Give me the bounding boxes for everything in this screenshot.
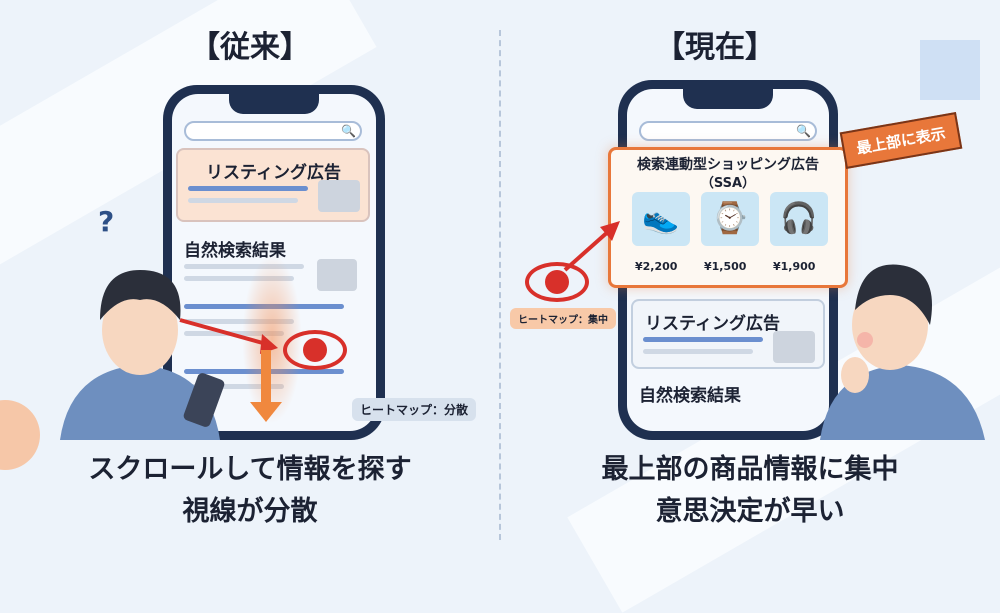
right-title: 【現在】 (655, 30, 775, 65)
left-caption-line1: スクロールして情報を探す (88, 454, 412, 485)
confused-person-illustration (60, 270, 225, 440)
watch-icon[interactable]: ⌚ (701, 192, 759, 246)
ssa-title: 検索連動型ショッピング広告 (637, 157, 819, 173)
left-caption-line2: 視線が分散 (182, 496, 318, 527)
notch (683, 89, 773, 109)
organic-label: 自然検索結果 (639, 386, 741, 406)
eye-icon (525, 262, 589, 302)
product-price: ¥1,500 (704, 260, 747, 273)
sneaker-icon[interactable]: 👟 (632, 192, 690, 246)
scroll-arrows (179, 318, 282, 422)
eye-icon (283, 330, 347, 370)
heatmap-badge-focus: ヒートマップ：集中 (510, 308, 616, 329)
notch (229, 94, 319, 114)
search-icon: 🔍 (341, 124, 356, 138)
listing-ad-box: リスティング広告 (631, 299, 825, 369)
left-phone: 🔍 リスティング広告 自然検索結果 (163, 85, 385, 440)
search-icon: 🔍 (796, 124, 811, 138)
listing-ad-label: リスティング広告 (206, 163, 341, 183)
ssa-box: 検索連動型ショッピング広告 （SSA） 👟 ⌚ 🎧 ¥2,200 ¥1,500 … (608, 147, 848, 288)
search-bar[interactable]: 🔍 (184, 121, 362, 141)
listing-ad-label: リスティング広告 (645, 314, 780, 334)
satisfied-person-illustration (820, 264, 985, 440)
ssa-subtitle: （SSA） (700, 176, 756, 191)
top-position-ribbon: 最上部に表示 (839, 112, 963, 169)
search-bar[interactable]: 🔍 (639, 121, 817, 141)
divider (499, 30, 501, 540)
headphones-icon[interactable]: 🎧 (770, 192, 828, 246)
heatmap-badge-scatter: ヒートマップ：分散 (352, 398, 477, 421)
bg-square (920, 40, 980, 100)
left-title: 【従来】 (190, 30, 310, 65)
right-caption-line1: 最上部の商品情報に集中 (601, 454, 899, 485)
focus-arrow (563, 221, 620, 272)
right-caption-line2: 意思決定が早い (655, 496, 845, 527)
listing-ad-box: リスティング広告 (176, 148, 370, 222)
product-price: ¥1,900 (773, 260, 816, 273)
product-price: ¥2,200 (635, 260, 678, 273)
question-mark-icon: ? (98, 205, 115, 238)
